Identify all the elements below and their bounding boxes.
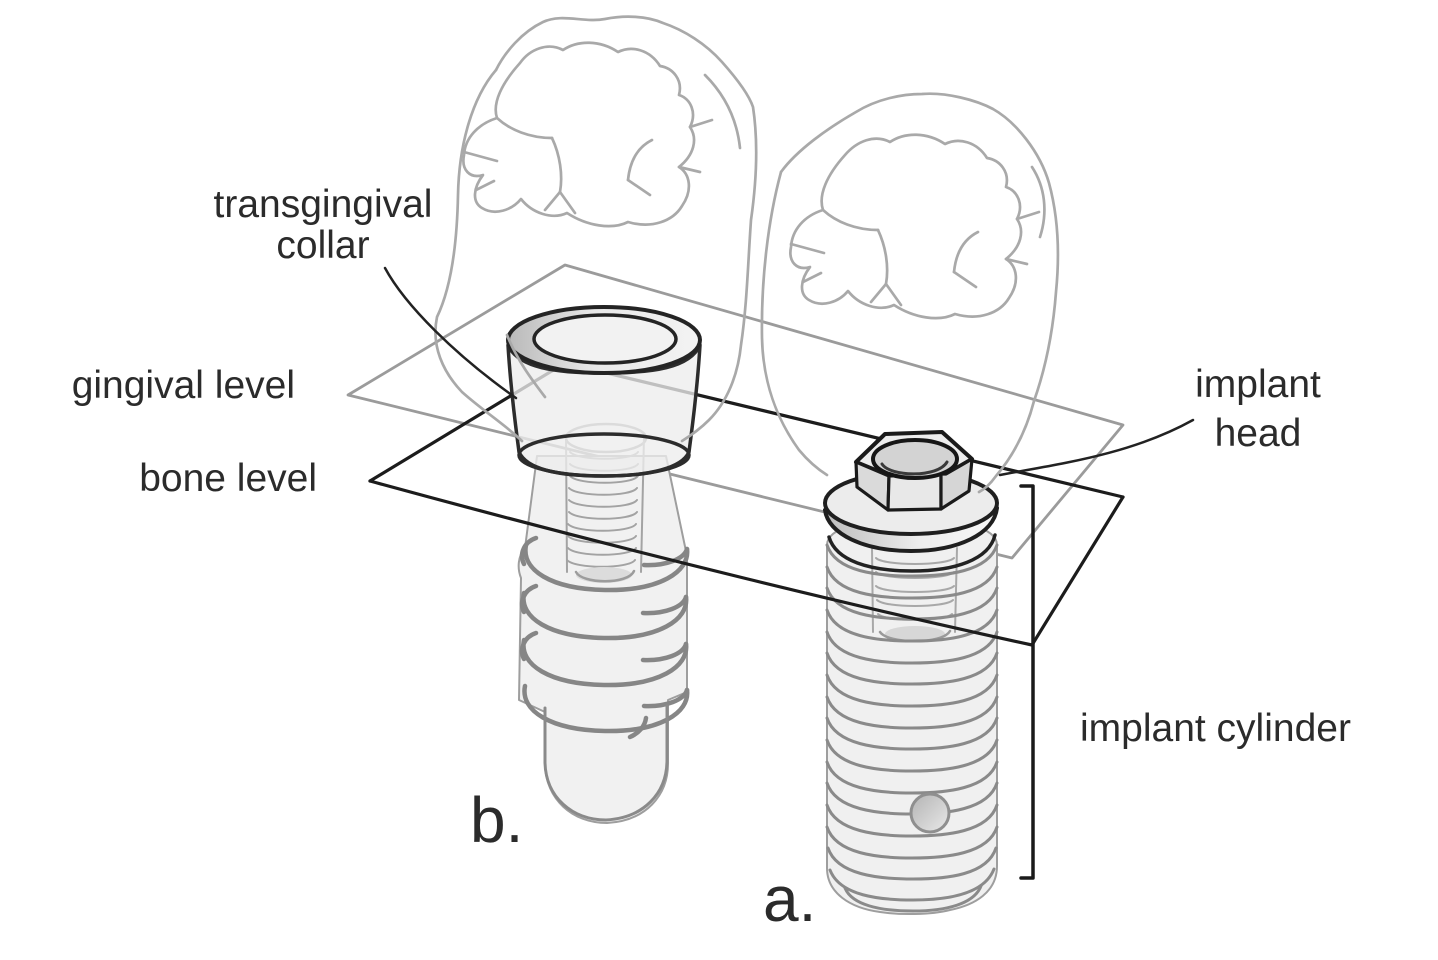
implant-a	[823, 430, 999, 916]
implant-head-leader-line	[998, 418, 1195, 477]
implant-b	[506, 305, 702, 824]
tooth-crown-a	[760, 92, 1060, 494]
implant-head	[823, 430, 999, 573]
implant-head-hex-nut	[854, 430, 974, 512]
label-implant-head-line2: head	[1214, 412, 1302, 455]
implant-b-tip	[543, 704, 669, 822]
label-transgingival-collar: transgingival collar	[163, 184, 483, 266]
label-bone-level: bone level	[139, 457, 317, 500]
label-implant-a: a.	[763, 863, 817, 935]
label-implant-head-line1: implant	[1195, 363, 1321, 406]
label-implant-b: b.	[470, 784, 524, 856]
label-implant-head: implant head	[1158, 360, 1358, 458]
gingival-level-plane	[346, 263, 1125, 560]
implant-cylinder-bracket	[1019, 484, 1035, 880]
implant-b-thread-coils	[519, 535, 690, 740]
implant-a-apical-hole	[909, 792, 951, 834]
transgingival-collar-leader-line	[383, 266, 518, 400]
bone-level-plane-back-edges	[368, 361, 1125, 499]
label-transgingival-collar-line2: collar	[276, 224, 370, 267]
label-transgingival-collar-line1: transgingival	[213, 183, 433, 226]
label-gingival-level: gingival level	[71, 364, 295, 407]
bone-level-plane-front-edges	[368, 479, 1125, 647]
implant-a-thread-rings	[825, 543, 999, 913]
label-implant-cylinder: implant cylinder	[1080, 707, 1351, 750]
tooth-crown-b	[434, 15, 758, 443]
transgingival-collar	[506, 305, 702, 478]
